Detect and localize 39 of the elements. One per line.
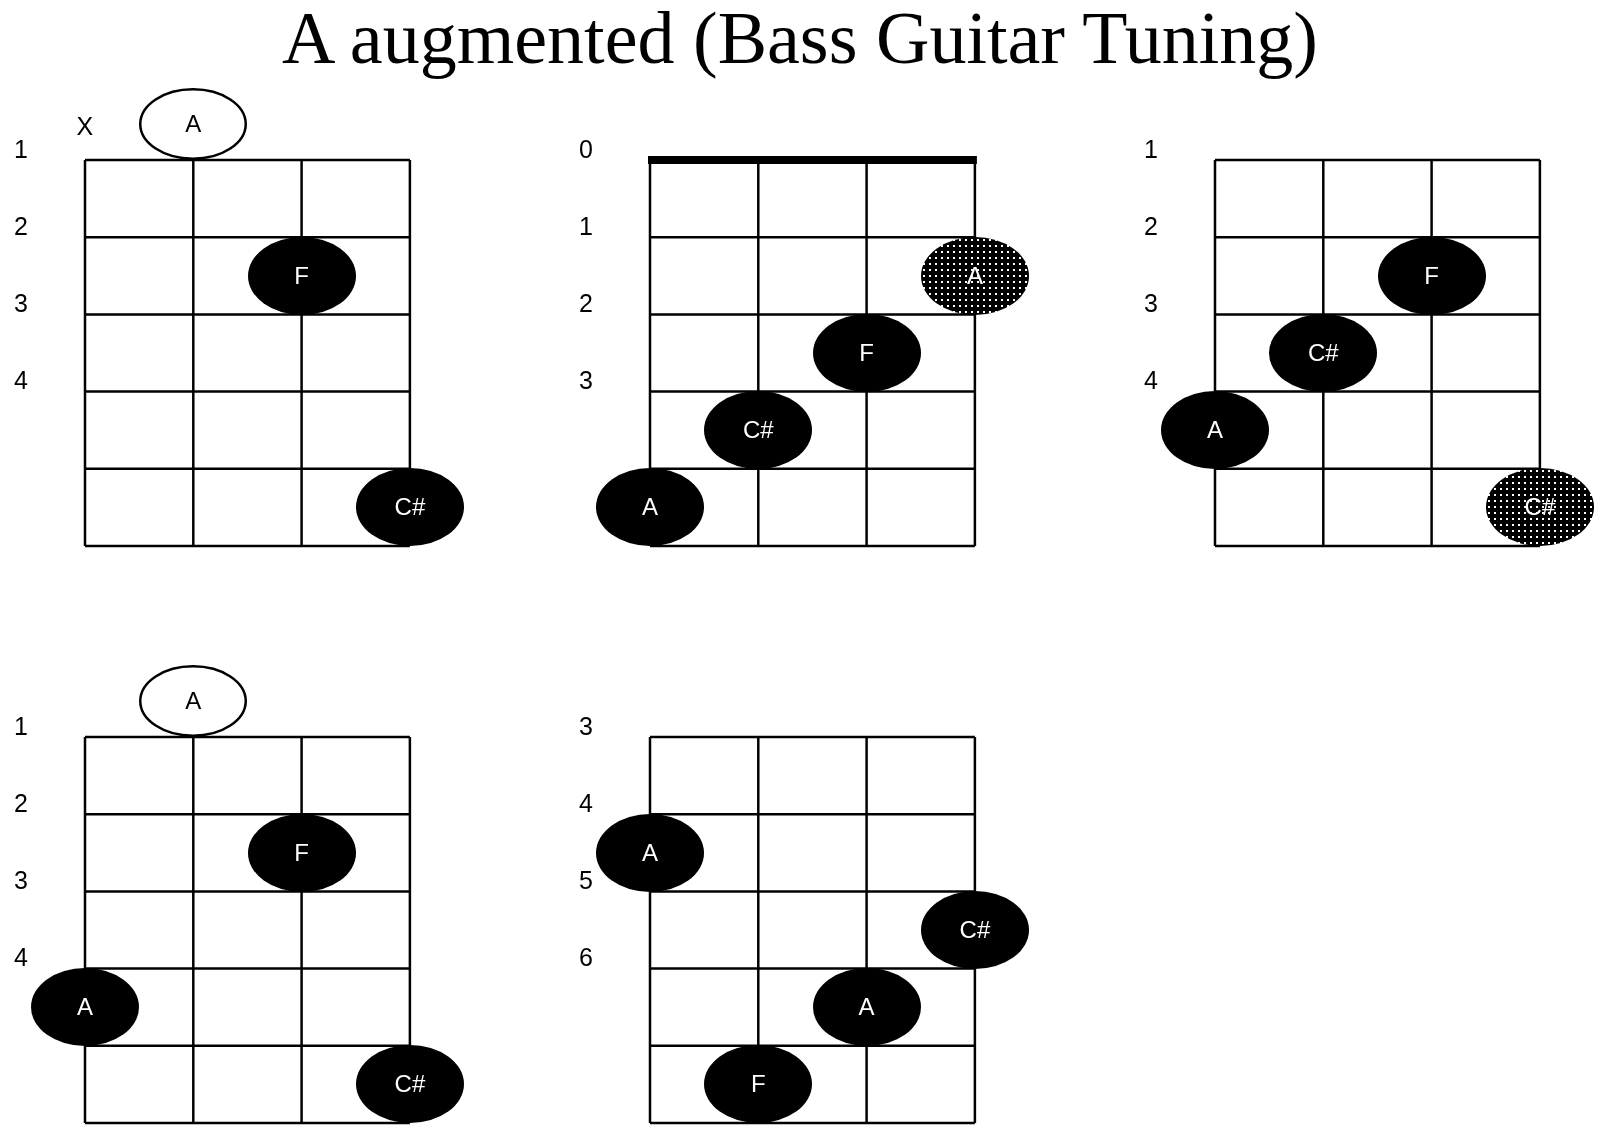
fret-number: 4	[14, 945, 28, 971]
note-dot: A	[1161, 391, 1269, 470]
fret-number: 3	[579, 713, 593, 739]
note-dot: C#	[355, 468, 464, 547]
note-dot: F	[1377, 236, 1486, 315]
note-dot: A	[596, 813, 704, 892]
note-dot: A	[812, 968, 921, 1047]
note-dot: F	[704, 1045, 813, 1124]
note-dot: C#	[355, 1045, 464, 1124]
note-dot: A	[31, 968, 139, 1047]
fret-number: 1	[1144, 136, 1158, 162]
fret-number: 1	[579, 213, 593, 239]
open-note-circle: A	[139, 665, 248, 737]
fret-number: 2	[1144, 213, 1158, 239]
fret-number: 2	[14, 213, 28, 239]
fret-number: 4	[579, 790, 593, 816]
fret-number: 2	[14, 790, 28, 816]
fret-number: 3	[14, 290, 28, 316]
diagram-title: A augmented (Bass Guitar Tuning)	[282, 0, 1318, 79]
note-dot: C#	[1269, 314, 1378, 392]
fret-number: 3	[14, 867, 28, 893]
fret-number: 5	[579, 867, 593, 893]
fret-number: 2	[579, 290, 593, 316]
fret-number: 3	[579, 368, 593, 394]
note-dot: F	[247, 236, 356, 315]
fret-number: 1	[14, 713, 28, 739]
note-dot: F	[247, 813, 356, 892]
note-dot: A	[596, 468, 704, 547]
fret-number: 3	[1144, 290, 1158, 316]
fret-number: 1	[14, 136, 28, 162]
note-dot: C#	[920, 891, 1029, 969]
fret-number: 0	[579, 136, 593, 162]
open-note-circle: A	[139, 88, 248, 160]
note-dot: C#	[704, 391, 813, 470]
muted-string-mark: X	[76, 113, 94, 139]
fret-number: 6	[579, 945, 593, 971]
fret-number: 4	[14, 368, 28, 394]
fret-number: 4	[1144, 368, 1158, 394]
note-dot: F	[812, 314, 921, 392]
